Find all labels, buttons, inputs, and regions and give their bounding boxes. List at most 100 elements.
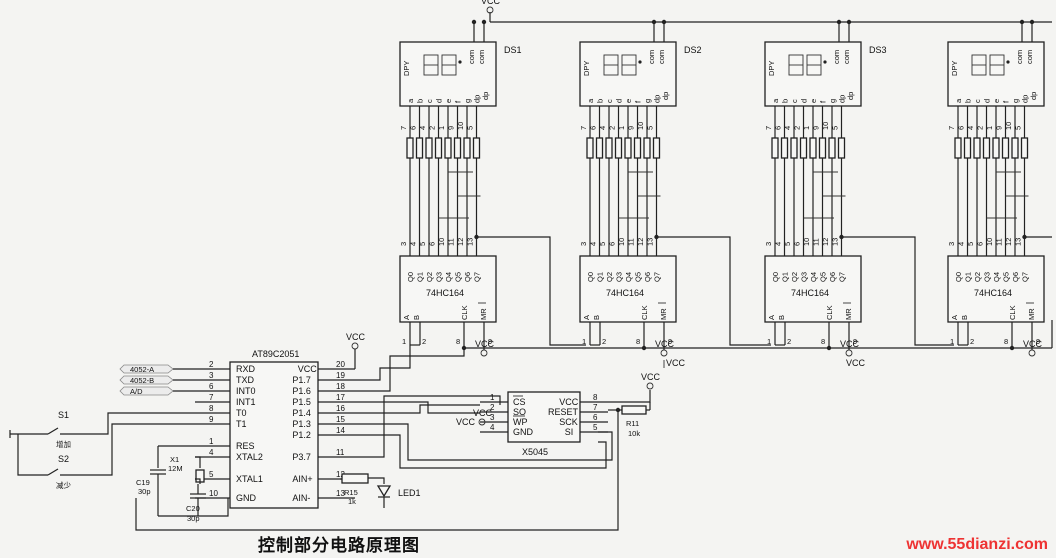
pin-number: 4 xyxy=(490,423,495,432)
seg-label: a xyxy=(406,98,415,103)
input-label: MR xyxy=(844,308,853,320)
eeprom-vcc xyxy=(608,390,651,403)
display-name: DS1 xyxy=(504,45,522,55)
series-resistor xyxy=(954,137,962,159)
output-label: Q0 xyxy=(586,272,595,282)
seg-pin-number: 2 xyxy=(608,126,617,130)
io-pin-number: 8 xyxy=(1004,337,1008,346)
pin-name: CS xyxy=(513,397,526,407)
mr-vcc-label: VCC xyxy=(1023,339,1043,349)
out-pin-number: 6 xyxy=(976,242,985,246)
com-label: com xyxy=(842,50,851,64)
pin-name: SO xyxy=(513,407,526,417)
wp-vcc-label: VCC xyxy=(473,408,493,418)
out-pin-number: 11 xyxy=(995,238,1004,246)
pin-name: INT0 xyxy=(236,386,256,396)
out-pin-number: 3 xyxy=(399,242,408,246)
seg-label: d xyxy=(435,99,444,103)
junction-dot xyxy=(1029,19,1035,25)
pin-number: 15 xyxy=(336,415,345,424)
output-label: Q7 xyxy=(1021,272,1030,282)
out-pin-number: 4 xyxy=(409,242,418,246)
mr-vcc-1 xyxy=(480,349,488,357)
series-resistor xyxy=(586,137,594,159)
pin-name: VCC xyxy=(559,397,579,407)
io-pin-number: 1 xyxy=(767,337,771,346)
net-tag-label: 4052-A xyxy=(130,365,154,374)
seg-pin-number: 4 xyxy=(598,126,607,130)
seg-pin-number: 5 xyxy=(1014,126,1023,130)
c19-value: 30p xyxy=(138,487,151,496)
net-tag xyxy=(119,364,174,374)
seg-pin-number: 6 xyxy=(774,126,783,130)
output-label: Q6 xyxy=(828,272,837,282)
seg-pin-number: 5 xyxy=(466,126,475,130)
seg-label: a xyxy=(771,98,780,103)
seg-label: c xyxy=(425,99,434,103)
seg-pin-number: 7 xyxy=(579,126,588,130)
seg-pin-number: 5 xyxy=(831,126,840,130)
r11-label: R11 xyxy=(626,419,639,428)
pin-name: XTAL2 xyxy=(236,452,263,462)
mr-vcc xyxy=(845,349,853,357)
series-resistor xyxy=(1001,137,1010,159)
resistor-r15 xyxy=(341,473,369,484)
pin-number: 2 xyxy=(490,403,495,412)
t1-wire xyxy=(95,423,195,476)
seg-pin-number: 4 xyxy=(783,126,792,130)
series-resistor xyxy=(1011,137,1019,159)
seg-label: b xyxy=(596,99,605,103)
pin-number: 3 xyxy=(490,413,495,422)
out-pin-number: 3 xyxy=(579,242,588,246)
r15-label: R15 xyxy=(344,488,358,497)
pin-name: GND xyxy=(236,493,257,503)
output-label: Q2 xyxy=(790,272,799,282)
seg-label: b xyxy=(781,99,790,103)
com-label: com xyxy=(832,50,841,64)
series-resistor xyxy=(818,137,827,159)
out-pin-number: 11 xyxy=(447,238,456,246)
pin-name: INT1 xyxy=(236,397,256,407)
series-resistor xyxy=(790,137,798,159)
pin-number: 7 xyxy=(593,403,598,412)
io-pin-number: 9 xyxy=(1036,337,1040,346)
seg-label: d xyxy=(800,99,809,103)
io-pin-number: 8 xyxy=(456,337,460,346)
vcc-label: VCC xyxy=(666,358,686,368)
output-label: Q1 xyxy=(416,272,425,282)
at89c2051-body xyxy=(229,361,319,509)
switch-wire xyxy=(17,434,48,476)
c20-label: C20 xyxy=(186,504,200,513)
net-tag xyxy=(119,375,174,385)
pin-name: VCC xyxy=(298,364,318,374)
pin-number: 6 xyxy=(209,382,214,391)
pin-number: 1 xyxy=(490,393,495,402)
seg-pin-number: 4 xyxy=(966,126,975,130)
output-label: Q7 xyxy=(473,272,482,282)
series-resistor xyxy=(624,137,632,159)
eeprom-vcc-terminal xyxy=(646,382,654,390)
vcc-top xyxy=(486,6,494,14)
pin-number: 12 xyxy=(336,470,345,479)
seg-label: f xyxy=(1002,100,1011,103)
pin-name: SI xyxy=(565,427,574,437)
vcc-label: VCC xyxy=(846,358,866,368)
output-label: Q4 xyxy=(992,272,1001,282)
seg-label: g xyxy=(463,99,472,103)
seg-pin-number: 10 xyxy=(1004,122,1013,130)
series-resistor xyxy=(973,137,981,159)
com-label: com xyxy=(657,50,666,64)
series-resistor xyxy=(652,137,661,159)
out-pin-number: 3 xyxy=(764,242,773,246)
io-pin-number: 2 xyxy=(602,337,606,346)
seg-label: a xyxy=(586,98,595,103)
seg-label: e xyxy=(624,99,633,103)
so-wire xyxy=(355,401,480,414)
series-resistor xyxy=(444,137,452,159)
io-pin-number: 9 xyxy=(853,337,857,346)
resistor-r11 xyxy=(621,405,647,415)
